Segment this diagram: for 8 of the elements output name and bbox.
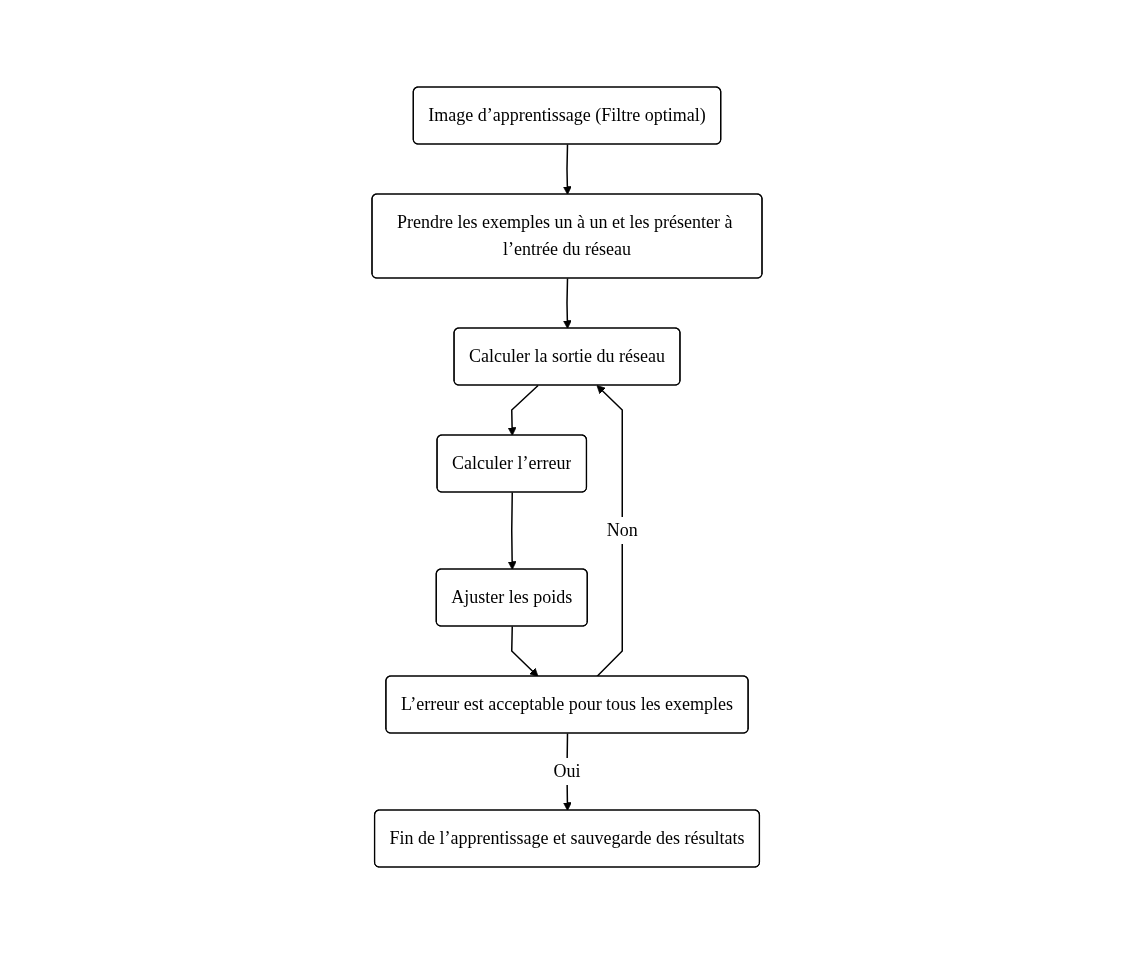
arrow (511, 625, 539, 677)
arrow (562, 277, 572, 329)
edge-label: Non (606, 520, 638, 540)
arrow (507, 384, 539, 436)
edge-label: Oui (553, 761, 581, 781)
arrow (562, 143, 572, 195)
arrow (507, 491, 517, 570)
arrow (596, 385, 623, 678)
